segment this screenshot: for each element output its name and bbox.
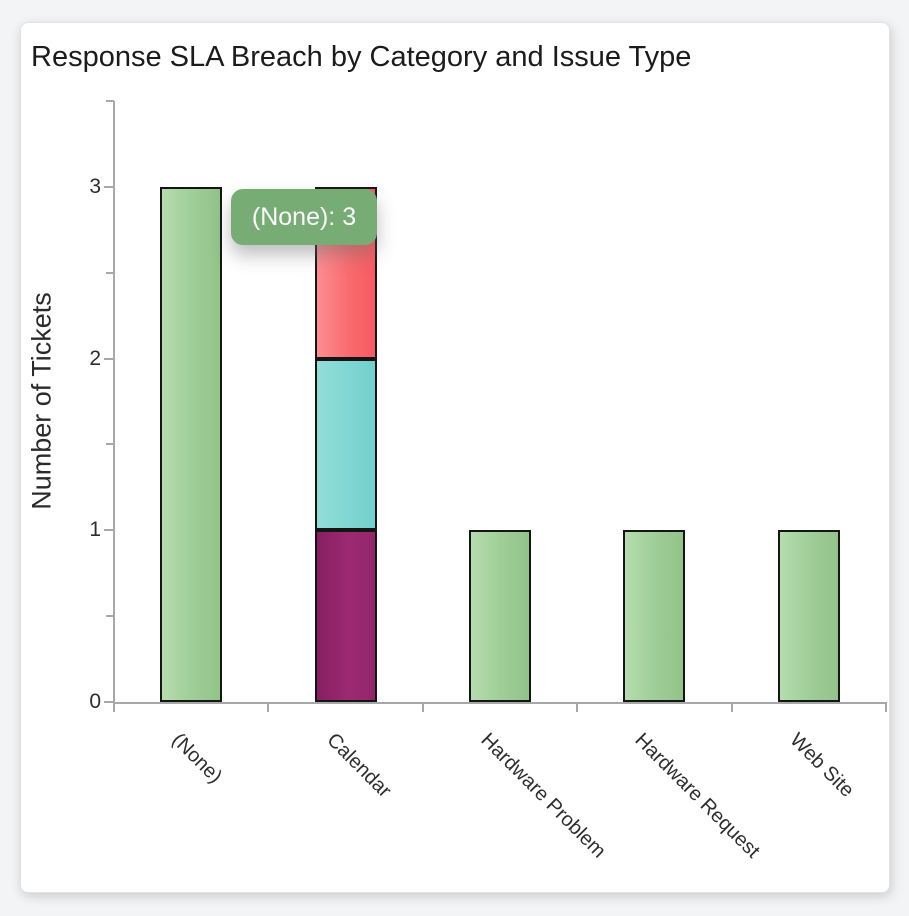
x-boundary-tick [421,702,424,712]
y-tick-label: 0 [89,690,101,713]
x-tick-label: Web Site [785,729,858,802]
x-boundary-tick [576,702,579,712]
bar-segment[interactable] [777,530,840,702]
y-major-tick [104,701,114,703]
x-boundary-tick [267,702,270,712]
y-axis-line [113,101,115,704]
y-minor-tick [106,443,114,446]
y-tick-label: 2 [89,346,101,370]
x-axis-line [113,702,886,704]
y-major-tick [104,185,114,188]
y-major-tick [104,357,114,360]
y-tick-label: 1 [89,518,101,542]
y-minor-tick [106,615,114,618]
x-tick-label: (None) [167,729,227,788]
y-minor-tick [106,100,114,103]
chart-card: Response SLA Breach by Category and Issu… [20,22,890,893]
x-boundary-tick [885,702,887,712]
x-tick-label: Calendar [322,729,395,802]
chart-title: Response SLA Breach by Category and Issu… [31,41,692,73]
bar-segment[interactable] [160,187,223,702]
y-tick-label: 3 [89,174,101,198]
bar-segment[interactable] [314,358,377,531]
x-tick-label: Hardware Request [630,729,765,863]
bar-segment[interactable] [314,530,377,702]
y-major-tick [104,529,114,532]
x-boundary-tick [730,702,733,712]
bar-segment[interactable] [469,530,531,702]
bar-segment[interactable] [623,530,686,702]
tooltip-text: (None): 3 [251,202,357,231]
y-minor-tick [106,271,114,274]
x-boundary-tick [113,702,115,712]
x-tick-label: Hardware Problem [476,729,610,863]
tooltip: (None): 3 [231,189,377,245]
